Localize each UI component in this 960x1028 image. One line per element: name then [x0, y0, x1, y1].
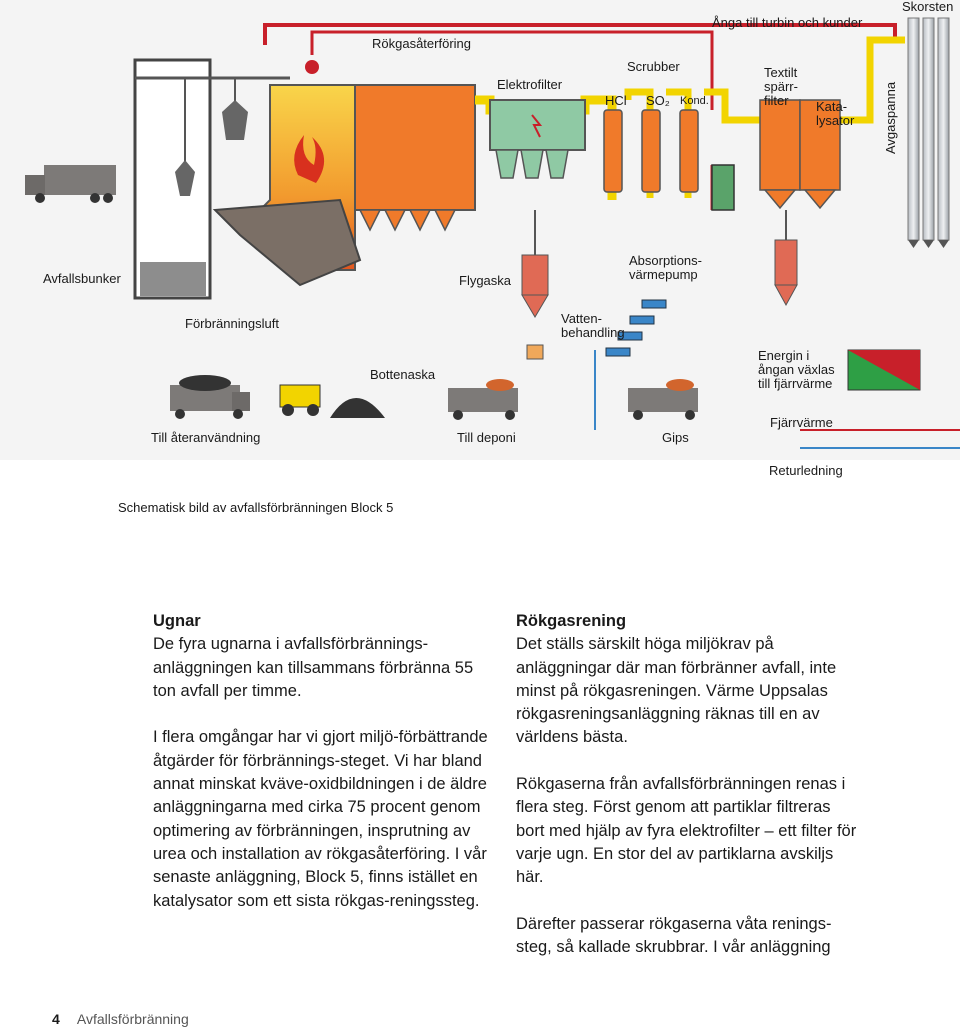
- paragraph: I flera omgångar har vi gjort miljö-förb…: [153, 728, 488, 910]
- label-till-deponi: Till deponi: [457, 430, 516, 445]
- label-so2: SO₂: [646, 93, 670, 108]
- label-avfallsbunker: Avfallsbunker: [43, 271, 121, 286]
- label-avgaspanna: Avgaspanna: [883, 81, 898, 154]
- label-fjarrvarme: Fjärrvärme: [770, 415, 833, 430]
- footer-section: Avfallsförbränning: [76, 1011, 189, 1027]
- label-returledning: Returledning: [769, 463, 843, 478]
- ash-truck-right: [628, 379, 698, 420]
- district-heat-exchanger: [847, 349, 921, 391]
- flame: [294, 135, 325, 183]
- page-number: 4: [52, 1011, 60, 1027]
- label-bottenaska: Bottenaska: [370, 367, 436, 382]
- waste-bunker: [133, 58, 212, 300]
- label-katalysator: Kata-lysator: [816, 99, 855, 128]
- ash-truck-left: [170, 375, 250, 419]
- process-diagram: Skorsten Ånga till turbin och kunder Rök…: [0, 0, 960, 478]
- textile-filter: [759, 99, 801, 191]
- catalyst: [799, 99, 841, 191]
- label-forbranningsluft: Förbränningsluft: [185, 316, 279, 331]
- water-treatment: [605, 299, 667, 357]
- label-kond: Kond.: [680, 95, 709, 107]
- paragraph: Det ställs särskilt höga miljökrav på an…: [516, 635, 837, 747]
- grate: [212, 198, 362, 287]
- flue-recirculation-line: [310, 30, 714, 110]
- garbage-truck: [25, 165, 116, 203]
- recirculation-fan: [305, 60, 319, 74]
- label-anga: Ånga till turbin och kunder: [712, 15, 863, 30]
- label-vattenbehandling: Vatten-behandling: [561, 311, 625, 340]
- label-rokgasaterforing: Rökgasåterföring: [372, 36, 471, 51]
- scrubbers: [603, 109, 699, 193]
- fly-ash-silo: [521, 254, 549, 296]
- label-elektrofilter: Elektrofilter: [497, 77, 563, 92]
- bottom-ash-pile: [330, 398, 385, 418]
- ash-truck-middle: [448, 379, 518, 420]
- steam-line: [263, 23, 897, 45]
- bunker-waste-pile: [140, 262, 206, 296]
- loader: [279, 384, 321, 416]
- heading-ugnar: Ugnar: [153, 612, 201, 630]
- paragraph: Därefter passerar rökgaserna våta rening…: [516, 914, 832, 957]
- label-skorsten: Skorsten: [902, 0, 954, 14]
- boiler: [354, 84, 476, 211]
- label-flygaska: Flygaska: [459, 273, 512, 288]
- grab-crane: [175, 160, 195, 196]
- section-rokgasrening: Rökgasrening Det ställs särskilt höga mi…: [516, 610, 861, 983]
- label-absorptionsvarmepump: Absorptions-värmepump: [629, 253, 702, 282]
- heading-rokgasrening: Rökgasrening: [516, 612, 627, 630]
- chimneys: [907, 17, 950, 248]
- label-gips: Gips: [662, 430, 689, 445]
- section-ugnar: Ugnar De fyra ugnarna i avfallsförbränni…: [153, 610, 498, 936]
- heat-pump: [711, 164, 735, 211]
- label-hcl: HCl: [605, 93, 627, 108]
- paragraph: Rökgaserna från avfallsförbränningen ren…: [516, 775, 857, 887]
- diagram-caption: Schematisk bild av avfallsförbränningen …: [118, 500, 394, 515]
- label-scrubber: Scrubber: [627, 59, 680, 74]
- gypsum-silo: [774, 239, 798, 286]
- page-footer: 4 Avfallsförbränning: [52, 1011, 189, 1027]
- paragraph: De fyra ugnarna i avfallsförbrännings-an…: [153, 635, 474, 700]
- process-diagram-graphic: [0, 0, 960, 460]
- label-till-ateranvandning: Till återanvändning: [151, 430, 261, 445]
